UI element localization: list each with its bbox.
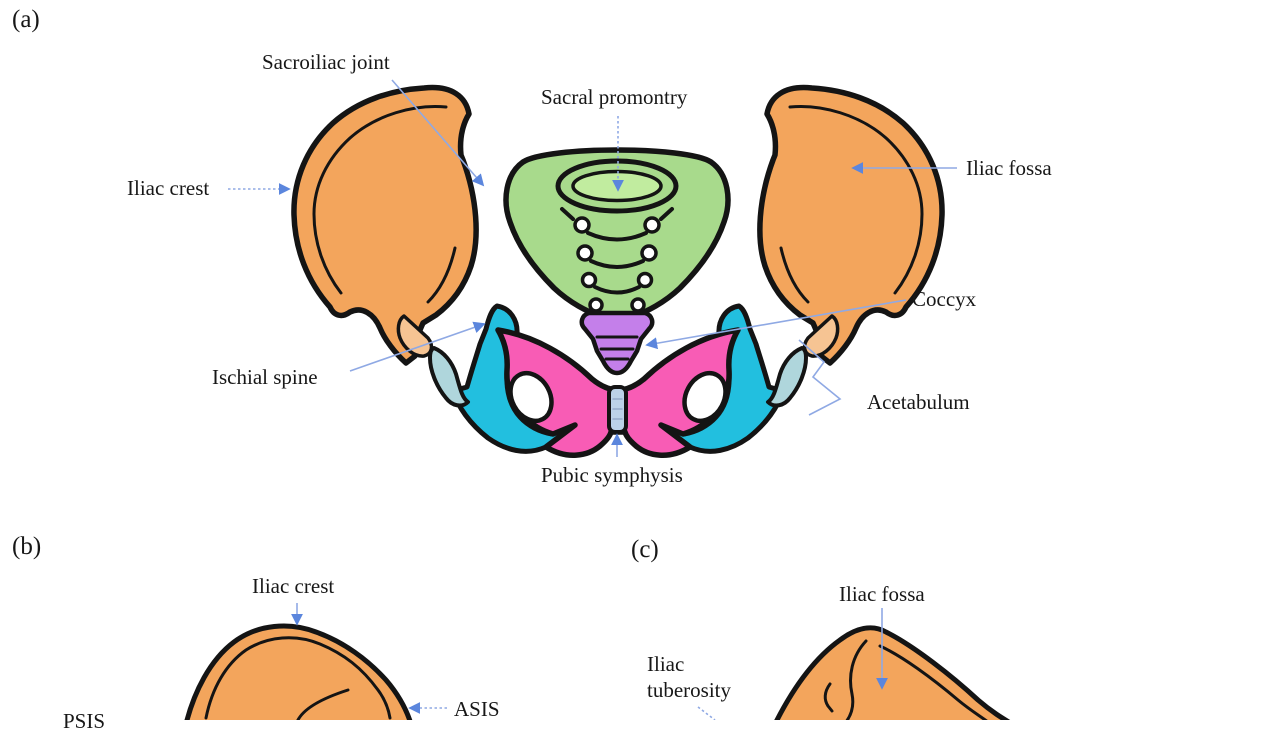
label-iliac-crest-a: Iliac crest — [127, 176, 210, 200]
right-iliac-fossa-contour — [788, 105, 924, 295]
coccyx-arrow — [645, 299, 907, 350]
panel-c-hip-bone-shape — [774, 625, 1011, 720]
label-iliac-tuberosity: Iliac tuberosity — [647, 652, 731, 703]
right-acetabulum-crescent — [766, 346, 808, 408]
panel-b-bone — [184, 623, 413, 720]
label-iliac-fossa-a: Iliac fossa — [966, 156, 1052, 180]
right-medial-contour — [779, 246, 810, 304]
right-ischial-spine-wedge — [802, 314, 840, 358]
panel-c-bone — [774, 625, 1011, 720]
label-iliac-crest-b: Iliac crest — [252, 574, 335, 598]
label-psis: PSIS — [63, 709, 106, 733]
left-iliac-fossa-contour — [312, 105, 448, 295]
pubic-symphysis-hatch — [612, 398, 623, 420]
label-sacral-promontry: Sacral promontry — [541, 85, 688, 109]
label-sacroiliac-joint: Sacroiliac joint — [262, 50, 390, 74]
panel-c-fossa-line — [845, 639, 868, 720]
left-obturator-foramen — [508, 370, 554, 424]
left-medial-contour — [426, 246, 457, 304]
label-pubic-symphysis: Pubic symphysis — [541, 463, 683, 487]
sacroiliac-joint-arrow — [391, 79, 485, 187]
iliac-tuberosity-arrow — [697, 706, 716, 720]
left-acetabulum-crescent — [428, 346, 470, 408]
acetabulum-bracket — [798, 339, 842, 416]
leader-arrows — [228, 79, 957, 720]
label-asis: ASIS — [454, 697, 500, 721]
panel-b-fossa-line — [296, 688, 350, 720]
panel-c-marker: (c) — [631, 536, 659, 563]
panel-a-marker: (a) — [12, 6, 40, 33]
panel-c-squiggle-line — [823, 682, 834, 713]
coccyx-shape — [579, 310, 655, 376]
panel-c-inner-contour — [878, 644, 988, 720]
label-coccyx: Coccyx — [912, 287, 977, 311]
panel-b-marker: (b) — [12, 533, 42, 560]
panel-b-inner-contour — [204, 636, 392, 720]
label-iliac-fossa-c: Iliac fossa — [839, 582, 925, 606]
left-hip-bone-shape — [291, 84, 479, 366]
label-ischial-spine: Ischial spine — [212, 365, 318, 389]
right-obturator-foramen — [682, 370, 728, 424]
ischial-spine-arrow — [349, 321, 486, 372]
panel-b-hip-bone-shape — [184, 623, 413, 720]
label-acetabulum: Acetabulum — [867, 390, 970, 414]
coccyx-segment-lines — [595, 335, 639, 361]
sacral-promontory-inner — [571, 169, 663, 203]
right-hip-bone-shape — [757, 84, 945, 366]
